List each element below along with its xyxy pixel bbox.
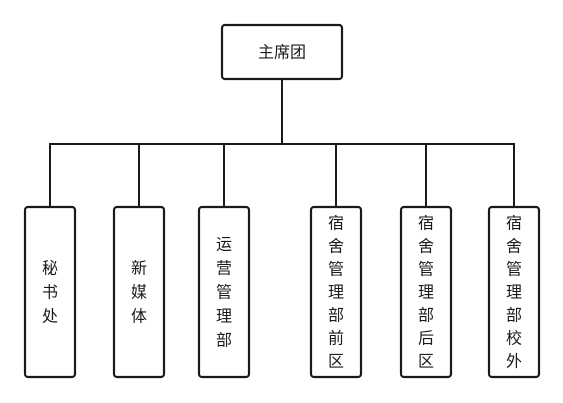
node-operations: 运营管理部 bbox=[197, 205, 251, 379]
connectors bbox=[49, 79, 515, 207]
node-secretariat-label: 秘书处 bbox=[42, 259, 58, 326]
node-dorm-back-label: 宿舍管理部后区 bbox=[418, 214, 434, 371]
node-operations-label: 运营管理部 bbox=[216, 235, 232, 350]
node-root-label: 主席团 bbox=[258, 43, 306, 62]
node-new-media-box bbox=[112, 205, 166, 379]
node-operations-box bbox=[197, 205, 251, 379]
node-dorm-front-box bbox=[309, 205, 363, 379]
node-dorm-off-campus-box bbox=[487, 205, 541, 379]
node-dorm-back: 宿舍管理部后区 bbox=[399, 205, 453, 379]
node-secretariat-box bbox=[23, 205, 77, 379]
node-dorm-front: 宿舍管理部前区 bbox=[309, 205, 363, 379]
node-dorm-front-label: 宿舍管理部前区 bbox=[328, 214, 344, 371]
node-dorm-off-campus: 宿舍管理部校外 bbox=[487, 205, 541, 379]
node-root: 主席团 bbox=[220, 23, 344, 81]
node-dorm-off-campus-label: 宿舍管理部校外 bbox=[506, 214, 522, 371]
node-root-box bbox=[220, 23, 344, 81]
node-new-media-label: 新媒体 bbox=[131, 259, 147, 326]
node-dorm-back-box bbox=[399, 205, 453, 379]
node-secretariat: 秘书处 bbox=[23, 205, 77, 379]
node-new-media: 新媒体 bbox=[112, 205, 166, 379]
